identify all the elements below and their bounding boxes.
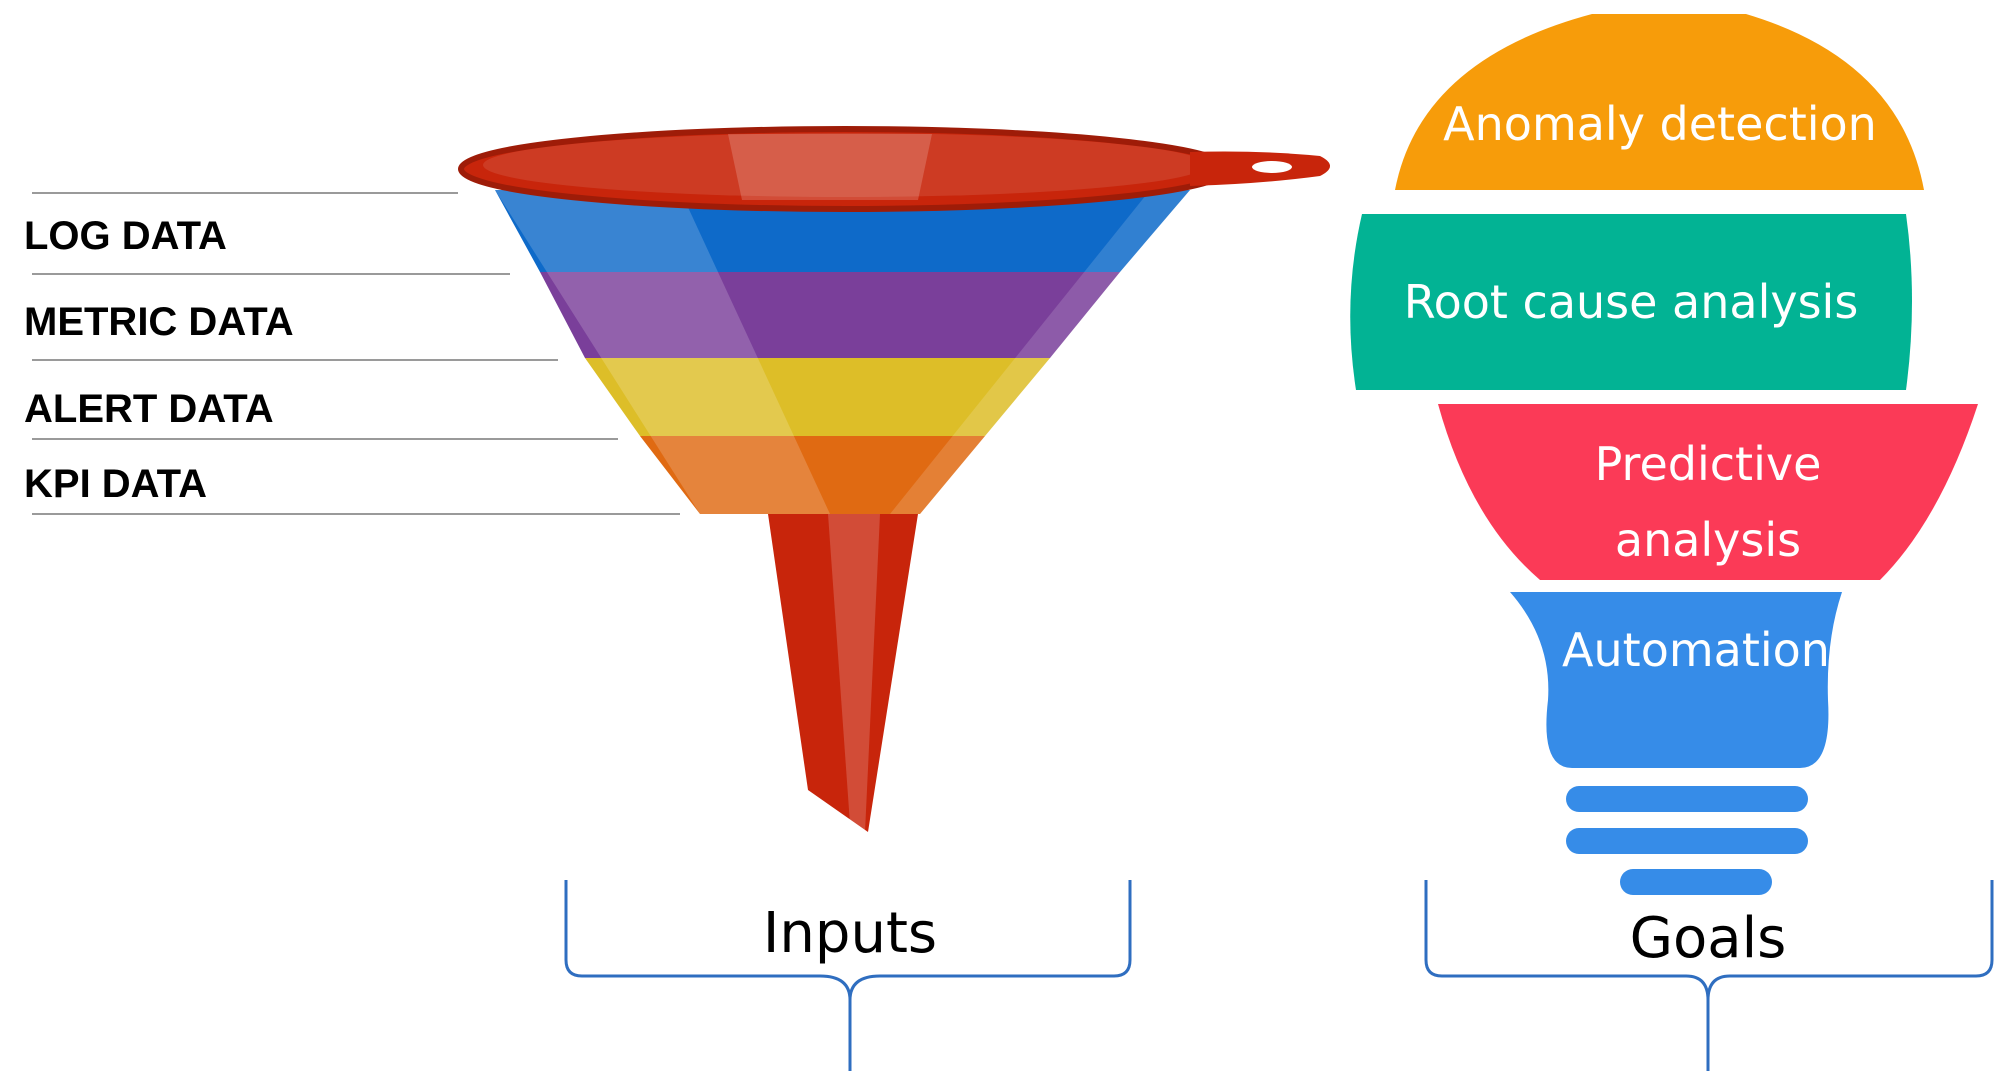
goal-automation — [1510, 592, 1842, 768]
bulb-base-bar — [1566, 786, 1808, 812]
bulb-base-bar — [1566, 828, 1808, 854]
goal-label-predictive-line1: Predictive — [1595, 437, 1822, 491]
bulb-base-bar — [1620, 869, 1772, 895]
funnel-highlight-left — [495, 190, 830, 514]
goals-lightbulb — [1350, 14, 1978, 895]
section-label-goals: Goals — [1630, 906, 1787, 971]
funnel-highlight-right — [890, 190, 1190, 514]
funnel — [458, 126, 1330, 832]
input-guide-lines — [32, 192, 680, 515]
goal-anomaly-detection — [1395, 14, 1924, 190]
funnel-band-alert — [585, 358, 1050, 436]
goal-predictive-analysis — [1438, 404, 1978, 580]
funnel-band-metric — [540, 272, 1120, 358]
goal-label-root-cause: Root cause analysis — [1404, 275, 1859, 329]
input-label-metric: METRIC DATA — [24, 300, 294, 344]
funnel-rim-highlight — [728, 134, 932, 200]
goal-label-anomaly: Anomaly detection — [1443, 97, 1877, 151]
funnel-spout-highlight — [828, 514, 880, 832]
input-label-kpi: KPI DATA — [24, 462, 207, 506]
funnel-spout — [768, 514, 918, 832]
goal-root-cause-analysis — [1350, 214, 1912, 390]
goals-bracket — [1424, 880, 1994, 1071]
section-label-inputs: Inputs — [763, 901, 937, 966]
goal-label-predictive-line2: analysis — [1615, 513, 1801, 567]
funnel-band-kpi — [640, 436, 985, 514]
funnel-band-log — [495, 190, 1190, 272]
goal-label-automation: Automation — [1562, 623, 1830, 677]
input-label-log: LOG DATA — [24, 214, 227, 258]
input-label-alert: ALERT DATA — [24, 387, 274, 431]
funnel-hanging-tab — [1190, 151, 1330, 186]
inputs-bracket — [564, 880, 1132, 1071]
funnel-rim-inner — [483, 133, 1207, 197]
